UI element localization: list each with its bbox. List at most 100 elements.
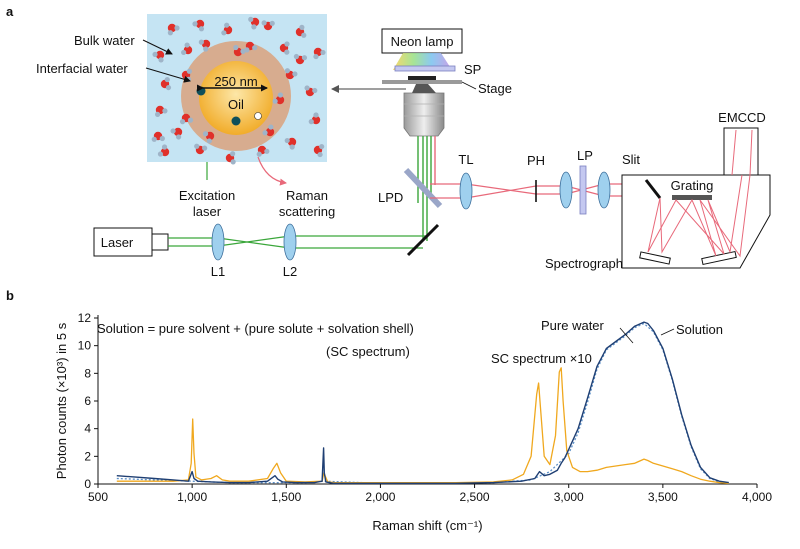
x-tick-label: 4,000 <box>742 490 772 504</box>
objective-lens-icon <box>403 92 445 137</box>
bulk-water-label: Bulk water <box>74 33 135 48</box>
hydrogen-atom-icon <box>284 137 290 144</box>
excitation-label-line1: Excitation <box>179 188 235 203</box>
hydrogen-atom-icon <box>284 49 290 55</box>
hydrogen-atom-icon <box>165 84 172 91</box>
raman-connector <box>257 156 287 186</box>
hydrogen-atom-icon <box>198 39 204 45</box>
raman-label-line2: scattering <box>279 204 335 219</box>
hydrogen-atom-icon <box>224 22 230 28</box>
laser-beam <box>168 237 423 249</box>
hydrogen-atom-icon <box>301 32 307 38</box>
x-axis-label: Raman shift (cm⁻¹) <box>372 518 482 533</box>
series-line-solution <box>116 321 729 484</box>
hydrogen-atom-icon <box>179 119 186 125</box>
y-tick-label: 2 <box>84 449 91 463</box>
solute-ion-icon <box>231 116 241 126</box>
hydrogen-atom-icon <box>269 20 275 26</box>
spectrograph-beams <box>659 174 751 258</box>
hydrogen-atom-icon <box>299 24 305 30</box>
hydrogen-atom-icon <box>230 151 236 157</box>
laser-beam <box>168 235 427 247</box>
l1-lens <box>211 223 225 261</box>
hydrogen-atom-icon <box>162 108 168 114</box>
raman-label-line1: Raman <box>286 188 328 203</box>
y-tick-label: 0 <box>84 477 91 491</box>
panel-b-label: b <box>6 288 14 303</box>
spectrograph-beams <box>647 174 743 255</box>
hydrogen-atom-icon <box>151 136 157 142</box>
spectrograph-label: Spectrograph <box>545 256 623 271</box>
hydrogen-atom-icon <box>167 30 173 36</box>
hydrogen-atom-icon <box>186 68 192 74</box>
water-molecules <box>151 16 326 165</box>
hydrogen-atom-icon <box>277 92 284 98</box>
hydrogen-atom-icon <box>158 57 164 63</box>
series-line-pure-water <box>116 322 729 484</box>
l2-label: L2 <box>283 264 297 279</box>
x-tick-label: 2,000 <box>365 490 395 504</box>
hydrogen-atom-icon <box>230 159 236 165</box>
y-tick-label: 8 <box>84 366 91 380</box>
tl-lens <box>459 172 473 210</box>
hydrogen-atom-icon <box>252 45 258 51</box>
x-tick-label: 2,500 <box>460 490 490 504</box>
sc-note: (SC spectrum) <box>326 344 410 359</box>
grating-icon <box>672 195 712 200</box>
hydrogen-atom-icon <box>233 44 239 51</box>
stage-plate <box>382 80 462 84</box>
hydrogen-atom-icon <box>317 151 323 158</box>
interfacial-water-label: Interfacial water <box>36 61 128 76</box>
hydrogen-atom-icon <box>152 51 158 58</box>
hydrogen-atom-icon <box>159 135 165 142</box>
x-tick-label: 3,500 <box>648 490 678 504</box>
hydrogen-atom-icon <box>184 42 190 48</box>
oxygen-atom-icon <box>287 137 297 147</box>
sc-spectrum-label: SC spectrum ×10 <box>491 351 592 366</box>
bulk-water-pointer <box>142 39 173 55</box>
hydrogen-atom-icon <box>284 41 290 47</box>
l1-label: L1 <box>211 264 225 279</box>
laser-label: Laser <box>101 235 134 250</box>
sample-holder <box>408 76 436 80</box>
hydrogen-atom-icon <box>272 98 278 104</box>
hydrogen-atom-icon <box>157 151 164 157</box>
hydrogen-atom-icon <box>187 117 194 123</box>
emccd-label: EMCCD <box>718 110 766 125</box>
hydrogen-atom-icon <box>264 148 270 154</box>
hydrogen-atom-icon <box>313 53 319 60</box>
neon-lamp-label: Neon lamp <box>391 34 454 49</box>
oxygen-atom-icon <box>311 115 321 125</box>
hydrogen-atom-icon <box>221 30 227 36</box>
hydrogen-atom-icon <box>293 53 300 60</box>
hydrogen-atom-icon <box>248 16 254 22</box>
hydrogen-atom-icon <box>244 47 250 53</box>
solution-pointer <box>660 328 675 336</box>
hydrogen-atom-icon <box>174 25 180 31</box>
emccd-box <box>723 127 759 176</box>
hydrogen-atom-icon <box>198 26 205 32</box>
laser-head <box>151 233 169 251</box>
y-tick-label: 4 <box>84 422 91 436</box>
y-tick-label: 6 <box>84 394 91 408</box>
x-tick-label: 1,000 <box>177 490 207 504</box>
y-tick-label: 10 <box>78 339 92 353</box>
hydrogen-atom-icon <box>240 48 246 54</box>
hydrogen-atom-icon <box>170 128 176 134</box>
hydrogen-atom-icon <box>202 131 209 137</box>
focusing-mirror <box>701 250 737 266</box>
ph-label: PH <box>527 153 545 168</box>
hydrogen-atom-icon <box>202 145 208 151</box>
hydrogen-atom-icon <box>256 151 262 157</box>
equation-text: Solution = pure solvent + (pure solute +… <box>97 321 414 336</box>
hydrogen-atom-icon <box>319 143 325 150</box>
size-label: 250 nm <box>214 74 257 89</box>
laser-mirror <box>406 223 440 257</box>
y-axis-label: Photon counts (×10³) in 5 s <box>54 322 69 479</box>
sp-filter <box>394 65 456 72</box>
objective-tip <box>412 84 436 93</box>
hydrogen-atom-icon <box>176 134 182 140</box>
hydrogen-atom-icon <box>320 49 326 56</box>
hydrogen-atom-icon <box>301 55 308 61</box>
